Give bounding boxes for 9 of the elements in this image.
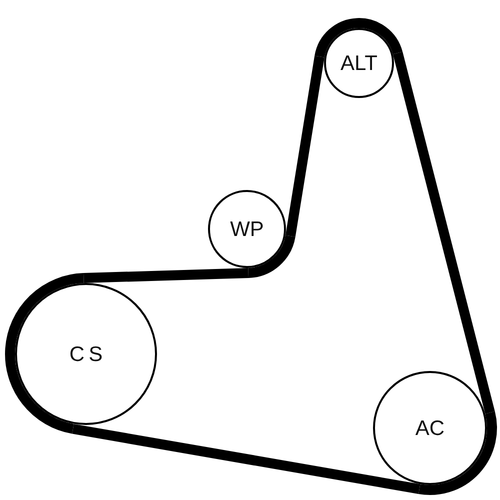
pulley [324,28,394,98]
pulley-label: ALT [340,52,378,74]
belt-segment [72,424,420,494]
pulley-label: CS [69,344,107,364]
belt-segment [84,268,248,284]
belt-segment [392,52,495,414]
pulley-label: AC [415,418,445,438]
pulley-label: WP [230,218,264,240]
belt-segment [286,56,324,237]
